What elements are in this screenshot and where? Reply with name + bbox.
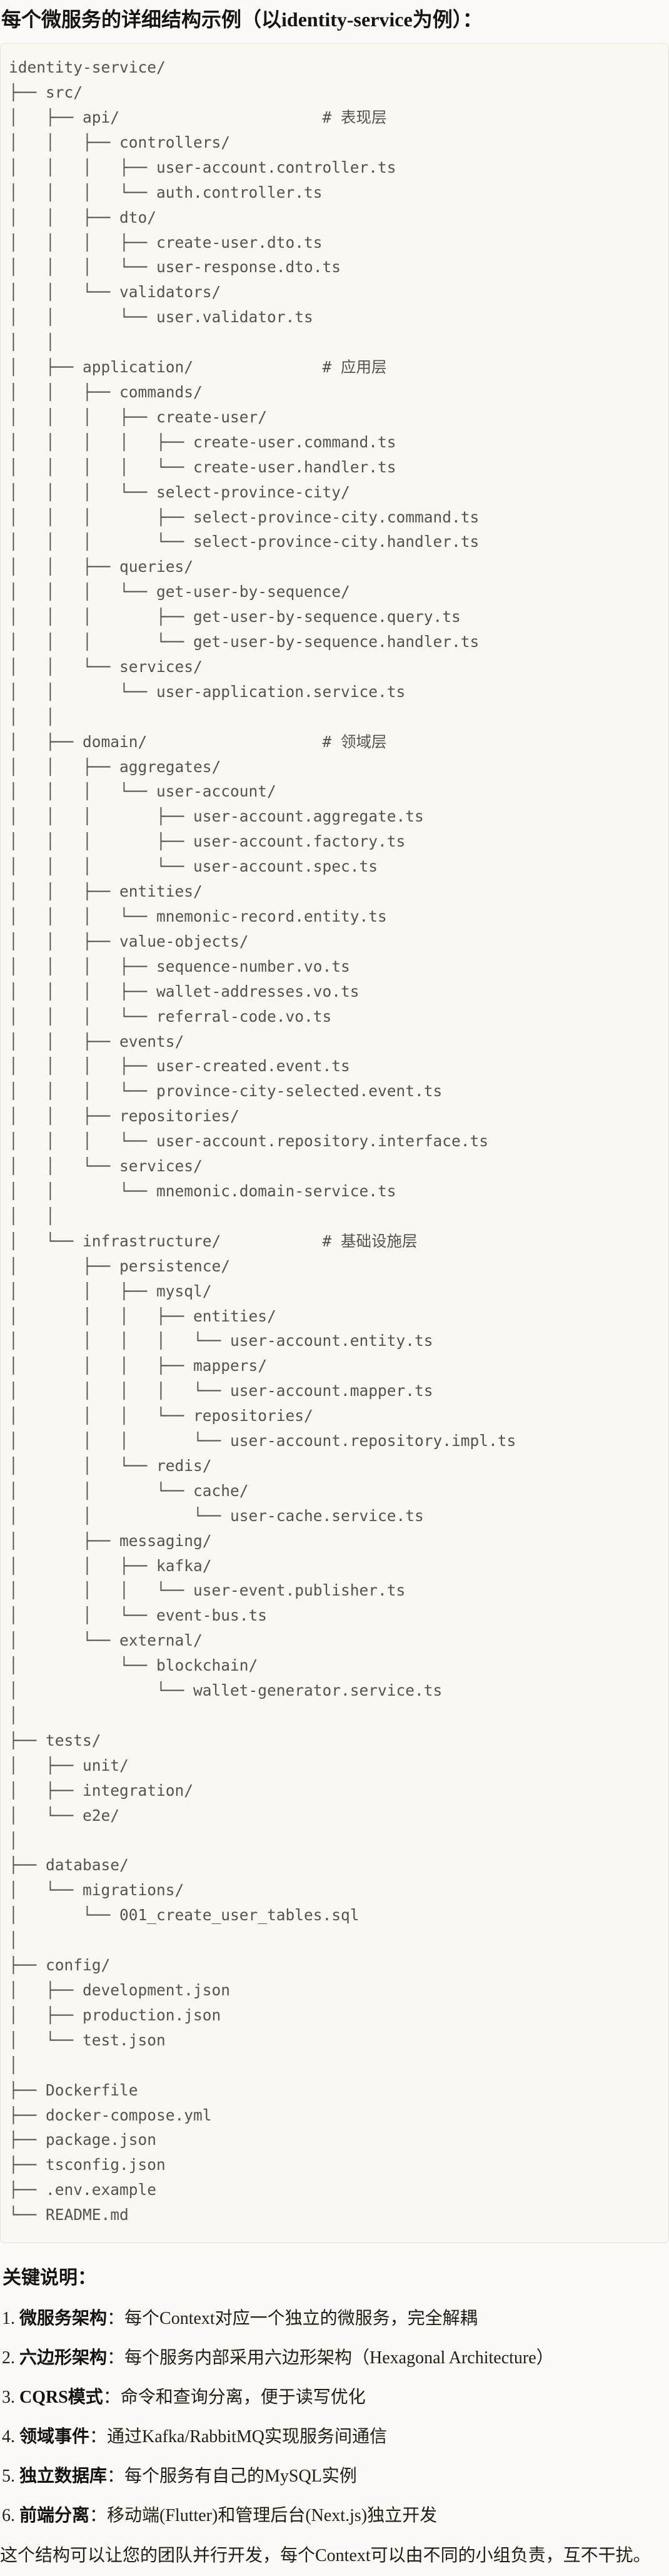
- list-item: 4.领域事件：通过Kafka/RabbitMQ实现服务间通信: [2, 2424, 669, 2450]
- list-item-number: 4.: [2, 2427, 15, 2447]
- list-item-number: 1.: [2, 2309, 15, 2329]
- list-item-number: 3.: [2, 2388, 15, 2408]
- list-item-description: ：每个Context对应一个独立的微服务，完全解耦: [107, 2309, 478, 2329]
- list-item-term: 微服务架构: [19, 2309, 108, 2329]
- list-item-description: ：通过Kafka/RabbitMQ实现服务间通信: [89, 2427, 387, 2447]
- list-item-term: CQRS模式: [19, 2388, 103, 2408]
- notes-heading: 关键说明：: [3, 2268, 96, 2289]
- list-item-term: 独立数据库: [19, 2467, 108, 2487]
- directory-tree: identity-service/ ├── src/ │ ├── api/ # …: [9, 58, 516, 2224]
- list-item: 6.前端分离：移动端(Flutter)和管理后台(Next.js)独立开发: [2, 2503, 669, 2529]
- notes-list: 1.微服务架构：每个Context对应一个独立的微服务，完全解耦 2.六边形架构…: [0, 2306, 669, 2529]
- list-item-description: ：移动端(Flutter)和管理后台(Next.js)独立开发: [89, 2506, 438, 2526]
- list-item-term: 前端分离: [19, 2506, 90, 2526]
- list-item-description: ：每个服务内部采用六边形架构（Hexagonal Architecture）: [107, 2348, 554, 2368]
- list-item-term: 领域事件: [19, 2427, 90, 2447]
- list-item-number: 2.: [2, 2348, 15, 2368]
- code-block: identity-service/ ├── src/ │ ├── api/ # …: [0, 43, 669, 2244]
- list-item-number: 5.: [2, 2467, 15, 2487]
- list-item-term: 六边形架构: [19, 2348, 108, 2368]
- list-item: 2.六边形架构：每个服务内部采用六边形架构（Hexagonal Architec…: [2, 2345, 669, 2371]
- closing-note: 这个结构可以让您的团队并行开发，每个Context可以由不同的小组负责，互不干扰…: [0, 2546, 651, 2566]
- page-title: 每个微服务的详细结构示例（以identity-service为例）：: [1, 8, 483, 31]
- list-item-description: ：每个服务有自己的MySQL实例: [107, 2467, 357, 2487]
- list-item-description: ：命令和查询分离，便于读写优化: [103, 2388, 366, 2408]
- list-item: 1.微服务架构：每个Context对应一个独立的微服务，完全解耦: [2, 2306, 669, 2332]
- list-item-number: 6.: [2, 2506, 15, 2526]
- list-item: 5.独立数据库：每个服务有自己的MySQL实例: [2, 2463, 669, 2490]
- list-item: 3.CQRS模式：命令和查询分离，便于读写优化: [2, 2385, 669, 2411]
